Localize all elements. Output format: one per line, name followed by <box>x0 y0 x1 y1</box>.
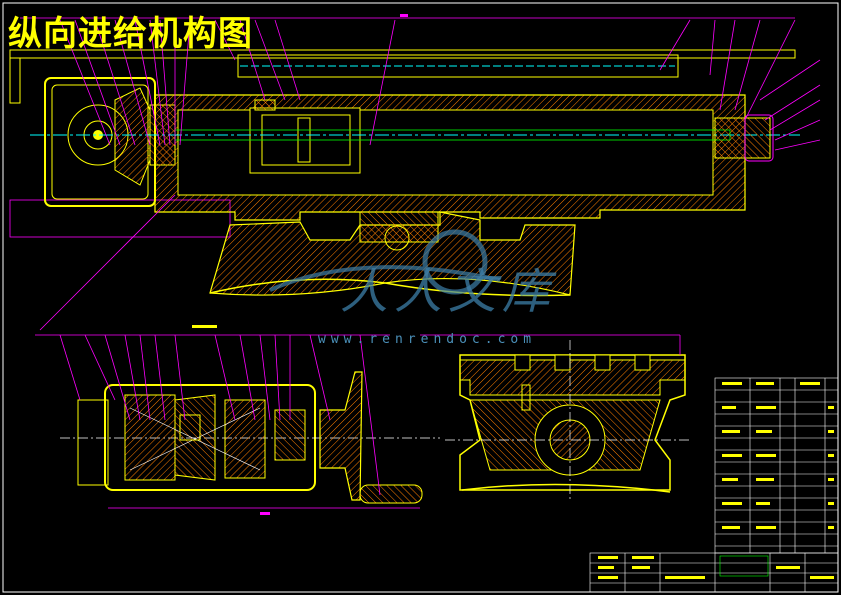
drawing-title: 纵向进给机构图 <box>8 14 253 54</box>
title-block <box>589 552 839 593</box>
handwheel-section-view <box>60 325 440 515</box>
parts-list-marks <box>722 382 834 529</box>
main-section-view <box>9 14 800 297</box>
leader-lines-bottom <box>35 334 390 496</box>
circle-swoosh-logo-icon <box>269 229 501 295</box>
cross-section-view <box>420 334 690 500</box>
watermark-brand: 人人文库 <box>340 264 557 320</box>
watermark-url: www.renrendoc.com <box>318 332 537 347</box>
title-block-marks <box>598 556 834 579</box>
leader-lines-top <box>39 19 821 331</box>
parts-list-table <box>714 377 839 554</box>
